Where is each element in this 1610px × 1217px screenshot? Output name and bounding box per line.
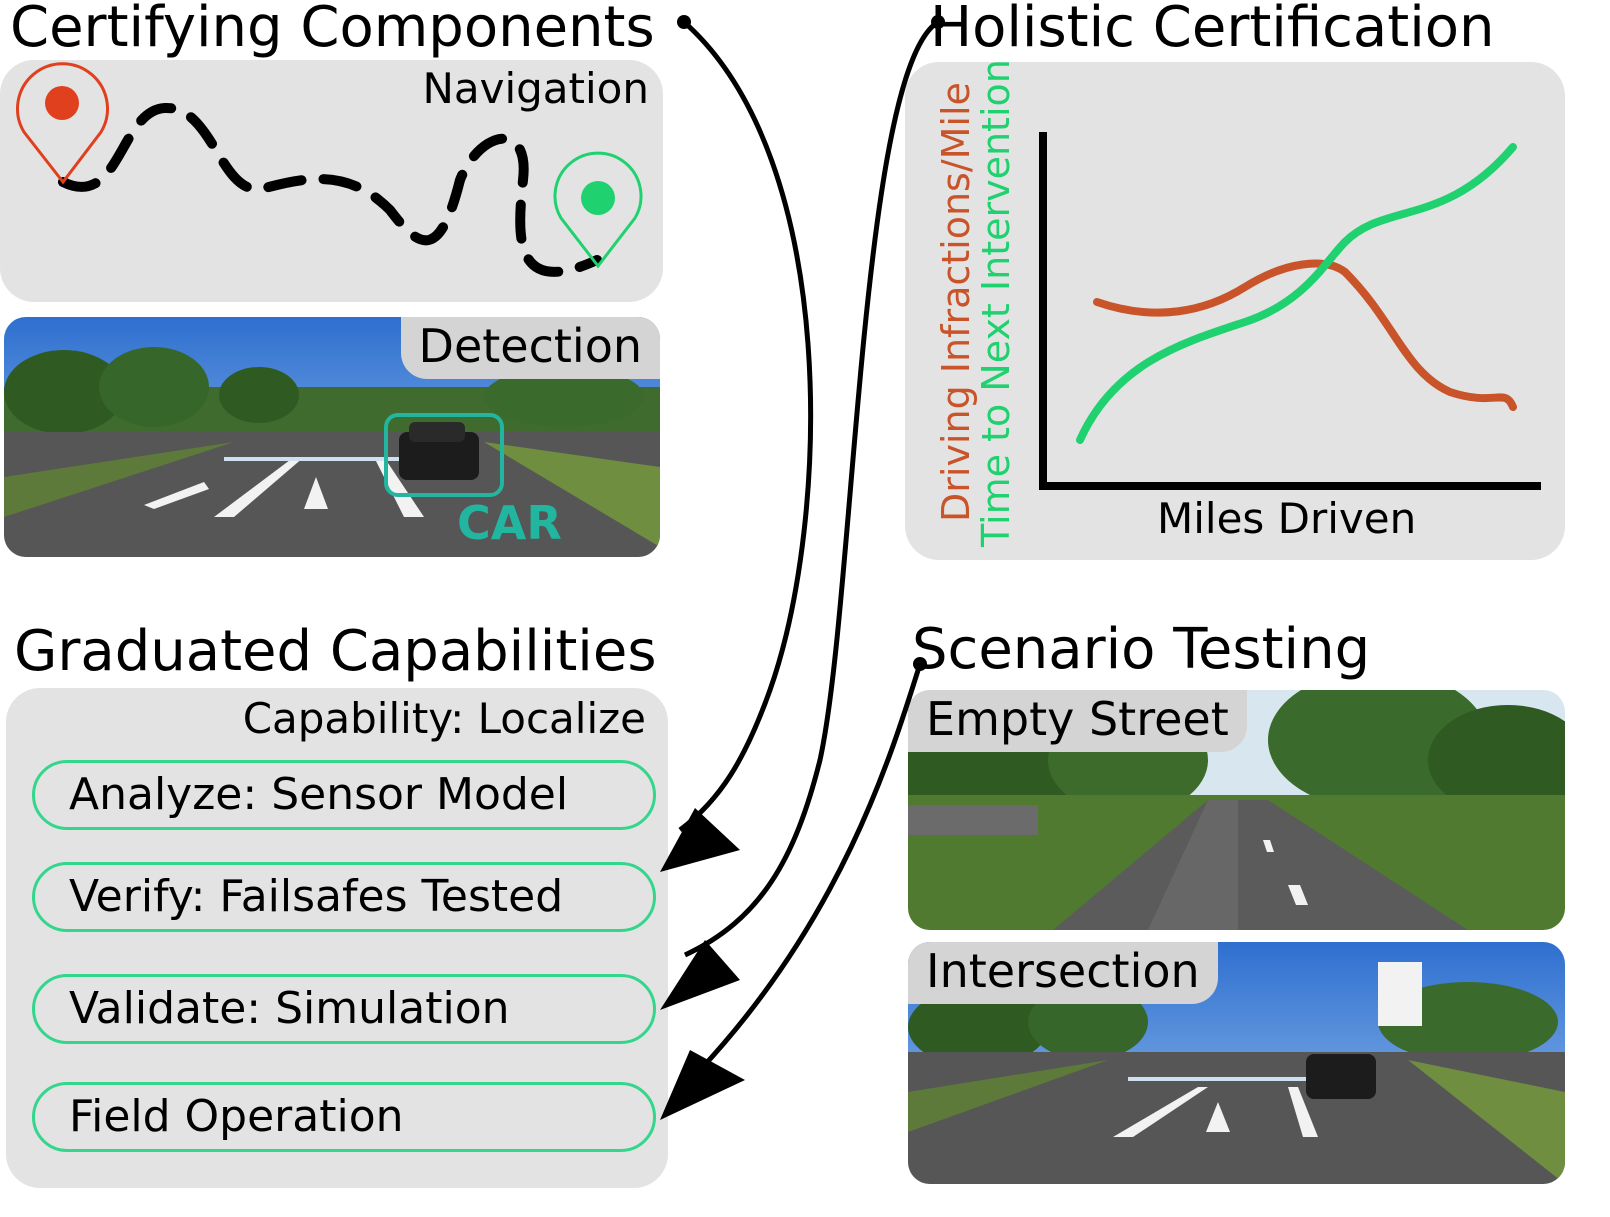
- car-box-label: CAR: [457, 496, 562, 550]
- capability-item-label: Verify: Failsafes Tested: [69, 871, 564, 922]
- navigation-label: Navigation: [422, 64, 649, 113]
- scenario-label-empty-street: Empty Street: [908, 690, 1247, 752]
- heading-graduated-capabilities: Graduated Capabilities: [14, 619, 657, 684]
- capability-item-verify: Verify: Failsafes Tested: [32, 862, 656, 932]
- scenario-image-intersection: Intersection: [908, 942, 1565, 1184]
- heading-scenario-testing: Scenario Testing: [912, 617, 1371, 682]
- capability-item-label: Field Operation: [69, 1091, 404, 1142]
- capability-item-label: Validate: Simulation: [69, 983, 510, 1034]
- start-marker-icon: [16, 62, 109, 185]
- scenario-label-intersection: Intersection: [908, 942, 1218, 1004]
- heading-certifying-components: Certifying Components: [10, 0, 655, 60]
- series-line-infractions: [1093, 259, 1517, 411]
- holistic-chart-panel: Driving Infractions/Mile Time to Next In…: [905, 59, 1565, 560]
- arrow-certifying-to-analyze: [660, 15, 814, 872]
- route-path: [58, 102, 602, 277]
- arrow-scenario-to-field: [660, 657, 927, 1120]
- heading-holistic-certification: Holistic Certification: [930, 0, 1495, 60]
- capabilities-panel: Capability: Localize Analyze: Sensor Mod…: [6, 688, 668, 1188]
- arrow-holistic-to-verify: [660, 15, 945, 1010]
- navigation-panel: Navigation: [0, 60, 663, 302]
- capability-item-validate: Validate: Simulation: [32, 974, 656, 1044]
- end-marker-icon: [553, 151, 643, 269]
- detection-label: Detection: [400, 317, 660, 379]
- capability-item-analyze: Analyze: Sensor Model: [32, 760, 656, 830]
- series-line-intervention: [1076, 143, 1517, 444]
- holistic-chart: [1039, 132, 1541, 490]
- x-axis-label: Miles Driven: [1157, 494, 1417, 543]
- capability-item-field-operation: Field Operation: [32, 1082, 656, 1152]
- capability-item-label: Analyze: Sensor Model: [69, 769, 569, 820]
- capability-title: Capability: Localize: [242, 694, 646, 743]
- detection-image: CAR Detection: [4, 317, 660, 557]
- scenario-image-empty-street: Empty Street: [908, 690, 1565, 930]
- navigation-route-drawing: [16, 62, 643, 277]
